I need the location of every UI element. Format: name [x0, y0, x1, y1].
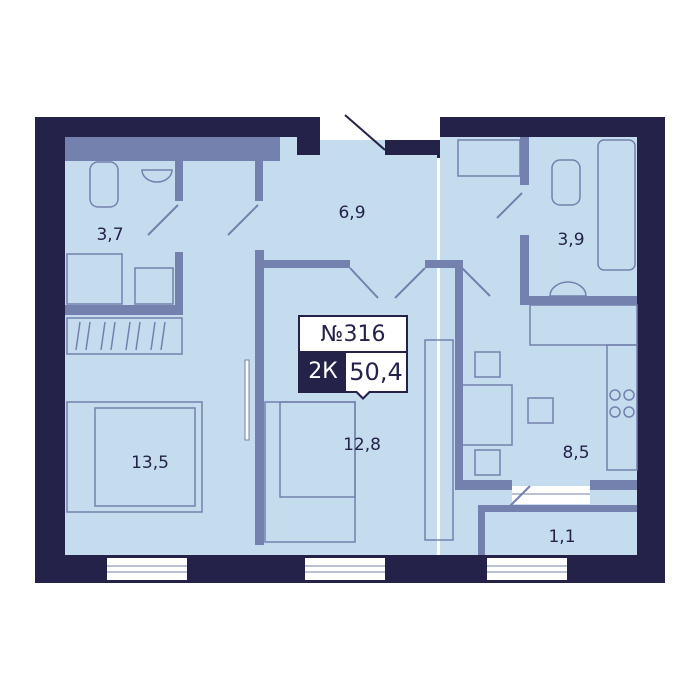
toilet-icon [551, 159, 581, 206]
kitchen-counter-icon [529, 304, 638, 346]
cabinet-icon [424, 339, 454, 541]
room-area-bathroom-right: 3,9 [557, 230, 584, 250]
room-area-living-room: 12,8 [343, 435, 381, 455]
apartment-badge: №316 2К 50,4 [298, 315, 408, 400]
sink-icon [141, 169, 173, 183]
table-icon [461, 384, 513, 446]
room-area-hallway: 6,9 [338, 203, 365, 223]
shower-icon [66, 253, 123, 305]
room-area-bedroom: 13,5 [131, 453, 169, 473]
bathtub-icon [597, 139, 636, 271]
apartment-type: 2К [300, 353, 346, 391]
badge-pointer-inner [357, 391, 369, 397]
apartment-total-area: 50,4 [346, 353, 406, 391]
apartment-number: №316 [298, 315, 408, 353]
fixtures [66, 139, 638, 543]
sink-icon [549, 281, 587, 297]
windows [107, 486, 590, 580]
room-area-balcony: 1,1 [548, 527, 575, 547]
washer-icon [134, 267, 174, 305]
toilet-icon [89, 161, 119, 208]
inner-walls [65, 137, 637, 555]
wardrobe-icon [457, 139, 521, 177]
doors [147, 114, 531, 507]
room-area-kitchen: 8,5 [562, 443, 589, 463]
bed-icon [66, 401, 203, 513]
room-area-bathroom-left: 3,7 [96, 225, 123, 245]
stove-icon [606, 344, 638, 471]
wardrobe-icon [66, 317, 183, 355]
